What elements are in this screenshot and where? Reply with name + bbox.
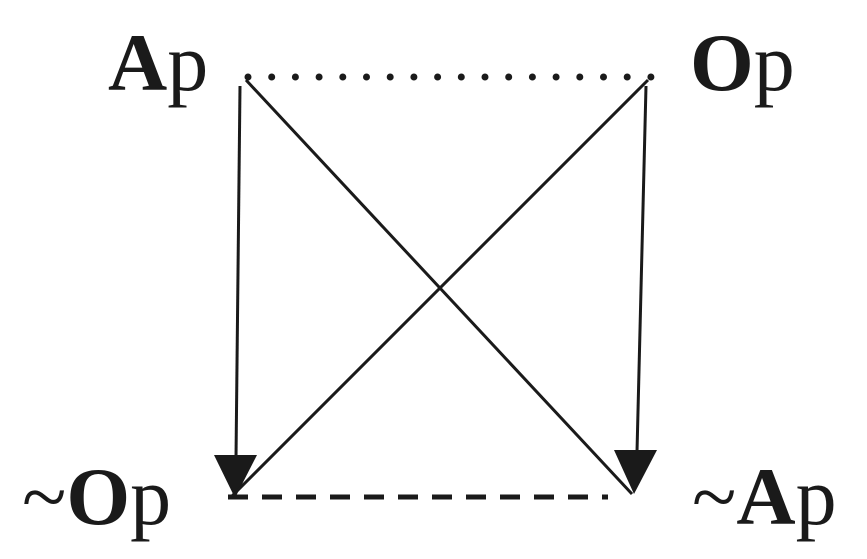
node-prefix: ~ bbox=[22, 451, 67, 542]
node-suffix: p bbox=[167, 17, 209, 108]
node-label-bottom-right: ~Ap bbox=[692, 456, 837, 538]
node-suffix: p bbox=[753, 17, 795, 108]
left-arrow-shaft bbox=[234, 85, 242, 459]
left-arrow-head bbox=[214, 455, 257, 498]
node-letter: A bbox=[736, 451, 796, 542]
node-prefix: ~ bbox=[692, 451, 737, 542]
node-letter: O bbox=[690, 17, 754, 108]
node-label-bottom-left: ~Op bbox=[22, 456, 171, 538]
right-arrow-head bbox=[614, 450, 657, 494]
node-label-top-right: Op bbox=[690, 22, 795, 104]
node-suffix: p bbox=[795, 451, 837, 542]
node-letter: O bbox=[66, 451, 131, 542]
right-arrow-shaft bbox=[635, 85, 648, 453]
node-label-top-left: Ap bbox=[108, 22, 208, 104]
diagonal-line-op-to-neg-op bbox=[230, 78, 650, 498]
node-suffix: p bbox=[130, 451, 172, 542]
node-letter: A bbox=[108, 17, 168, 108]
